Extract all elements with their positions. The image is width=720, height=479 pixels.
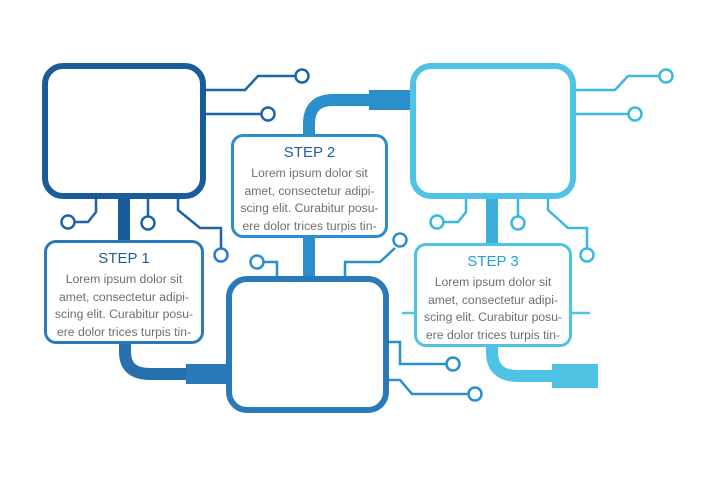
node-box1-left — [60, 214, 76, 230]
node-box2-center — [510, 215, 526, 231]
step-2-body: Lorem ipsum dolor sit amet, consectetur … — [240, 165, 379, 235]
pipe-connector-right — [552, 364, 598, 388]
trace-box4-left — [264, 260, 279, 282]
step-2-line-2: amet, consectetur adipi- — [244, 183, 375, 198]
trace-box1-top — [205, 74, 296, 92]
trace-box1-right — [176, 195, 223, 248]
step-1-line-4: ere dolor trices turpis tin- — [56, 324, 192, 339]
node-box1-center — [140, 215, 156, 231]
step-3-body: Lorem ipsum dolor sit amet, consectetur … — [423, 274, 563, 344]
pipe-step3-to-right — [486, 339, 562, 382]
trace-box4-right-1 — [386, 340, 446, 366]
trace-box2-right — [546, 195, 589, 248]
step-2-card: STEP 2 Lorem ipsum dolor sit amet, conse… — [231, 134, 388, 238]
node-box2-left — [429, 214, 445, 230]
pipe-step2-to-box2 — [303, 94, 378, 142]
step-2-line-3: scing elit. Curabitur posu- — [240, 201, 379, 215]
step-3-line-1: Lorem ipsum dolor sit — [434, 275, 552, 289]
step-1-card: STEP 1 Lorem ipsum dolor sit amet, conse… — [44, 240, 204, 344]
trace-box4-right-2 — [386, 378, 468, 396]
box-1 — [42, 63, 206, 199]
pipe-step1-to-box4 — [119, 336, 196, 380]
trace-box2-left — [444, 195, 468, 224]
node-box2-right — [579, 247, 595, 263]
trace-box1-left — [75, 195, 98, 224]
step-2-line-4: ere dolor trices turpis tin- — [242, 218, 377, 233]
step-1-line-2: amet, consectetur adipi- — [58, 289, 190, 304]
pipe-connector-left — [186, 364, 232, 384]
step-1-body: Lorem ipsum dolor sit amet, consectetur … — [53, 271, 195, 341]
box-2 — [410, 63, 576, 199]
box-4 — [226, 276, 389, 413]
step-1-title: STEP 1 — [98, 250, 150, 267]
pipe-connector-top — [369, 90, 413, 110]
step-1-line-3: scing elit. Curabitur posu- — [54, 307, 194, 321]
step-1-line-1: Lorem ipsum dolor sit — [65, 272, 183, 286]
step-3-line-4: ere dolor trices turpis tin- — [425, 327, 561, 342]
step-2-title: STEP 2 — [283, 144, 336, 161]
node-box1-top — [294, 68, 310, 84]
step-3-line-2: amet, consectetur adipi- — [427, 292, 559, 307]
node-box4-top-right — [392, 232, 408, 248]
step-3-card: STEP 3 Lorem ipsum dolor sit amet, conse… — [414, 243, 572, 347]
step-3-title: STEP 3 — [467, 253, 519, 270]
trace-box2-top — [575, 74, 659, 92]
trace-box4-top-right — [343, 247, 396, 282]
step-3-line-3: scing elit. Curabitur posu- — [423, 310, 563, 324]
node-box4-left — [249, 254, 265, 270]
node-box4-right-1 — [445, 356, 461, 372]
node-box4-right-2 — [467, 386, 483, 402]
step-2-line-1: Lorem ipsum dolor sit — [251, 166, 368, 180]
node-box2-mid — [627, 106, 643, 122]
node-box2-top — [658, 68, 674, 84]
node-box1-right — [213, 247, 229, 263]
node-box1-mid — [260, 106, 276, 122]
